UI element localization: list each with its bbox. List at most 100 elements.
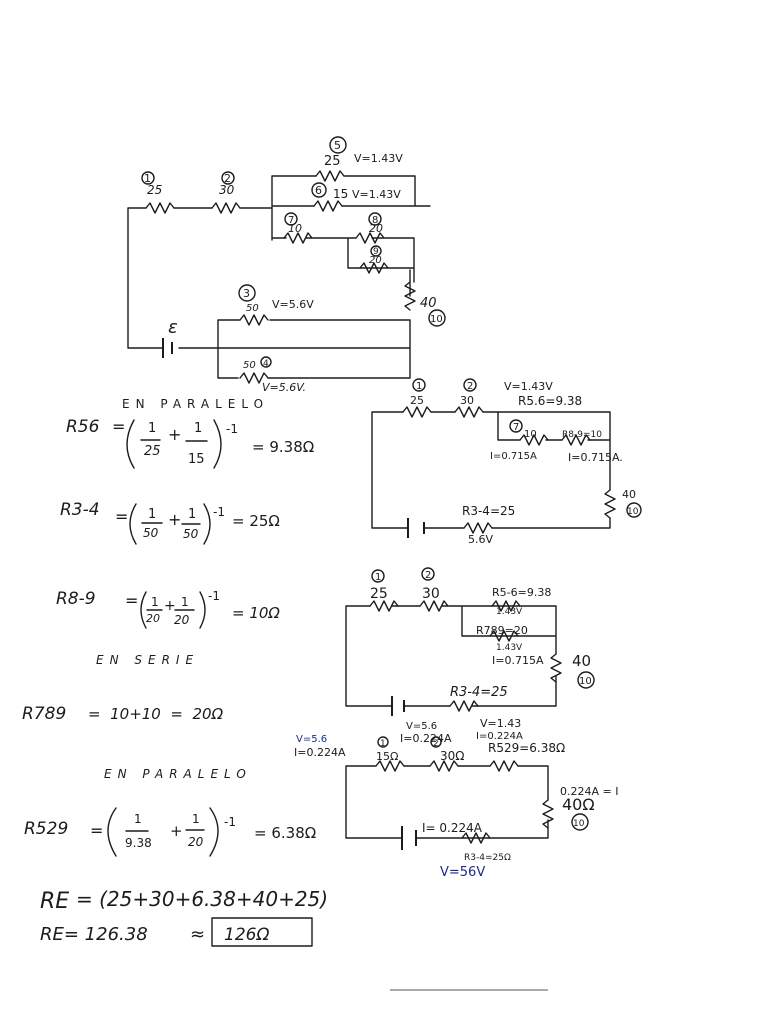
d-current-right: I=0.224A xyxy=(476,731,523,742)
simplified-circuit-d: V=5.6 I=0.224A I=0.224A V=1.43 I=0.224A … xyxy=(294,717,618,880)
r34-exponent: -1 xyxy=(213,505,225,519)
r2-value: 30 xyxy=(219,183,235,197)
r5-voltage: V=1.43V xyxy=(354,152,403,165)
d-current-bottom: I= 0.224A xyxy=(422,821,483,835)
re-final-answer: 126Ω xyxy=(224,925,269,945)
c-r2-value: 30 xyxy=(422,586,440,602)
d-r1-number: 1 xyxy=(380,739,386,749)
r3-value: 50 xyxy=(246,303,259,314)
r529-plus: + xyxy=(170,822,183,840)
b-current-2: I=0.715A. xyxy=(568,451,623,464)
b-r1-value: 25 xyxy=(410,394,424,407)
r529-label: R529 xyxy=(24,819,68,839)
re-sum: = (25+30+6.38+40+25) xyxy=(76,887,328,911)
c-voltage-1.43-b: 1.43V xyxy=(496,643,523,653)
b-current-1: I=0.715A xyxy=(490,451,537,462)
r89-right-paren xyxy=(199,591,206,629)
r89-result: = 10Ω xyxy=(232,604,280,622)
d-voltage-1.43: V=1.43 xyxy=(480,717,521,730)
circuit-b-battery xyxy=(407,518,425,538)
r7-number: 7 xyxy=(288,215,294,226)
r56-denominator-25: 25 xyxy=(144,444,161,459)
emf-source-label: ε xyxy=(168,317,178,338)
r89-label: R8-9 xyxy=(56,589,96,609)
r7-circle xyxy=(284,212,298,226)
c-r1-value: 25 xyxy=(370,586,388,602)
re-value: RE= 126.38 xyxy=(40,924,148,945)
c-r1-circle xyxy=(371,569,385,583)
b-r10-circle xyxy=(626,502,642,518)
b-r7-number: 7 xyxy=(513,422,519,433)
r5-number: 5 xyxy=(334,139,341,152)
r4-voltage: V=5.6V. xyxy=(262,381,306,394)
r6-voltage: V=1.43V xyxy=(352,188,401,201)
en-serie-heading: EN SERIE xyxy=(96,653,199,667)
r9-number: 9 xyxy=(373,247,379,257)
r34-plus: + xyxy=(168,510,181,529)
d-voltage-bottom: V=56V xyxy=(440,865,485,880)
r8-number: 8 xyxy=(372,215,378,226)
r4-circle xyxy=(260,356,272,368)
r529-denominator-2: 20 xyxy=(188,835,204,849)
r529-equals: = xyxy=(90,821,103,840)
b-r89-label: R8-9=10 xyxy=(562,430,602,440)
battery-symbol xyxy=(162,338,173,358)
d-r34-label: R3-4=25Ω xyxy=(464,853,511,863)
circuit-c-wires xyxy=(345,605,557,707)
r56-result: = 9.38Ω xyxy=(252,438,314,456)
r9-value: 20 xyxy=(369,255,382,266)
c-r34-label: R3-4=25 xyxy=(450,685,508,700)
b-r1-number: 1 xyxy=(416,381,422,392)
r56-numerator-2: 1 xyxy=(194,421,202,436)
b-r7-value: 10 xyxy=(524,429,537,440)
c-r56-label: R5-6=9.38 xyxy=(492,586,551,599)
r789-label: R789 xyxy=(22,704,66,724)
r10-circle xyxy=(428,309,446,327)
b-r40-value: 40 xyxy=(622,488,636,501)
r5-value: 25 xyxy=(324,154,341,169)
simplified-circuit-b: 1 25 2 30 V=1.43V R5.6=9.38 7 10 R8-9=10… xyxy=(371,378,642,546)
r4-value: 50 xyxy=(243,360,256,371)
b-r2-circle xyxy=(463,378,477,392)
r529-denominator-1: 9.38 xyxy=(125,836,152,850)
r34-result: = 25Ω xyxy=(232,512,280,530)
d-r40-value: 40Ω xyxy=(562,795,595,814)
r89-numerator-1: 1 xyxy=(151,595,159,609)
c-voltage-1.43: 1.43V xyxy=(496,607,523,617)
r1-value: 25 xyxy=(147,183,162,197)
d-current-mid: I=0.224A xyxy=(400,732,452,745)
re-label: RE xyxy=(40,889,69,914)
r89-left-paren xyxy=(140,591,147,629)
r8-circle xyxy=(368,212,382,226)
r34-denominator-1: 50 xyxy=(143,526,159,540)
r89-plus: + xyxy=(164,598,176,614)
r10-value: 40 xyxy=(420,296,437,311)
r34-equals: = xyxy=(115,507,128,526)
b-voltage-5.6: 5.6V xyxy=(468,533,493,546)
r789-expression: = 10+10 = 20Ω xyxy=(88,705,224,723)
r3-voltage: V=5.6V xyxy=(272,298,314,311)
top-circuit-wires xyxy=(127,175,431,379)
r529-left-paren xyxy=(107,807,117,857)
r529-numerator-2: 1 xyxy=(192,812,200,826)
r1-circle xyxy=(141,171,155,185)
r34-label: R3-4 xyxy=(60,500,100,520)
r56-plus: + xyxy=(168,425,181,444)
d-r10-circle xyxy=(571,813,589,831)
r34-denominator-2: 50 xyxy=(183,527,199,541)
final-answer-box xyxy=(211,917,313,947)
d-r1-circle xyxy=(377,736,389,748)
r2-circle xyxy=(221,171,235,185)
r89-denominator-2: 20 xyxy=(174,613,190,627)
r89-equals: = xyxy=(125,591,138,610)
circuit-d-battery xyxy=(401,826,417,850)
r9-circle xyxy=(370,245,382,257)
r529-numerator-1: 1 xyxy=(134,812,142,826)
b-r2-number: 2 xyxy=(467,381,473,392)
r529-exponent: -1 xyxy=(224,815,236,829)
r10-number: 10 xyxy=(430,314,443,325)
r6-value: 15 xyxy=(333,187,348,201)
b-r10-number: 10 xyxy=(627,507,639,517)
c-current: I=0.715A xyxy=(492,654,544,667)
